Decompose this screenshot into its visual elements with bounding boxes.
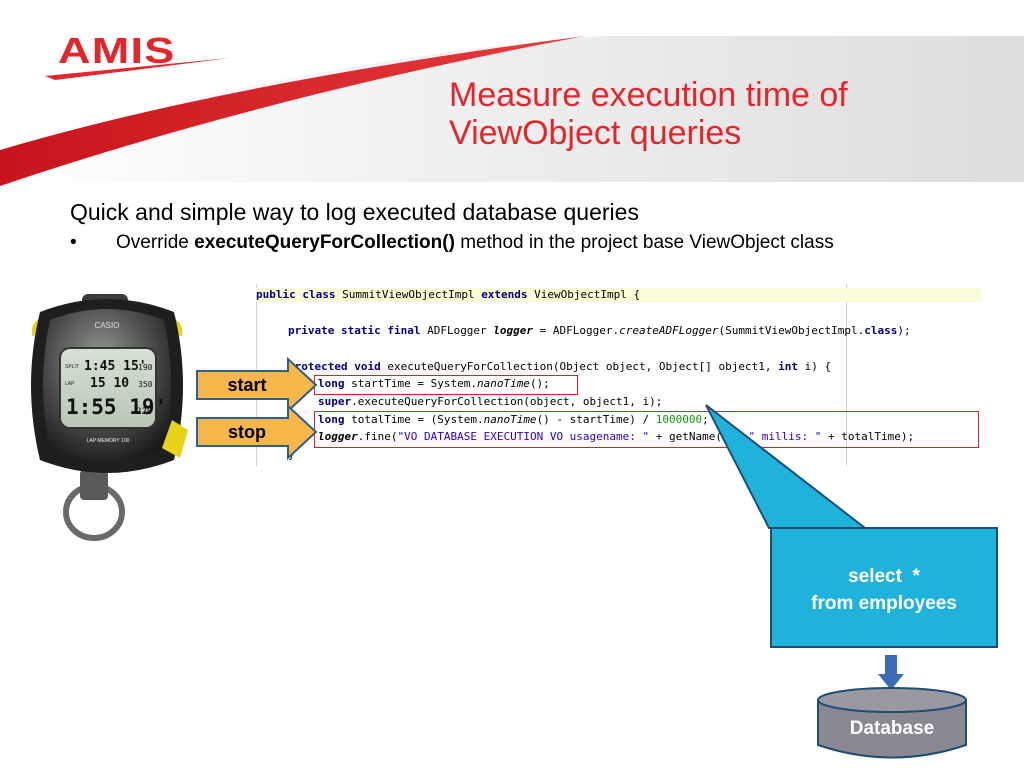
title-line-2: ViewObject queries — [449, 114, 742, 152]
start-label: start — [227, 375, 267, 395]
code-line-class-decl: public class SummitViewObjectImpl extend… — [256, 288, 981, 302]
watch-lap-label: LAP — [65, 381, 75, 387]
bullet-method-name: executeQueryForCollection() — [194, 232, 455, 253]
sql-line-2: from employees — [811, 593, 957, 614]
watch-lap-memory: LAP MEMORY 100 — [87, 438, 130, 444]
watch-brand: CASIO — [95, 321, 120, 330]
callout-pointer — [705, 404, 868, 529]
watch-row-1-small: 190 — [138, 363, 153, 372]
watch-row-1: 1:45 15' — [84, 359, 147, 374]
down-arrow-head — [878, 674, 904, 690]
database-cylinder-body — [817, 699, 967, 759]
watch-row-3: 1:55 19' — [66, 395, 167, 419]
database-cylinder-top — [817, 687, 967, 713]
slide-title: Measure execution time of ViewObject que… — [449, 76, 969, 152]
bullet-suffix: method in the project base ViewObject cl… — [454, 232, 834, 253]
down-arrow-shaft — [885, 655, 897, 677]
code-line-super-call: super.executeQueryForCollection(object, … — [318, 395, 663, 408]
watch-split-label: SPLIT — [65, 364, 79, 370]
bullet-item: • Override executeQueryForCollection() me… — [70, 232, 834, 254]
watch-row-2: 15 10 — [90, 376, 129, 391]
code-line-start-time: long startTime = System.nanoTime(); — [318, 377, 550, 390]
amis-logo: AMIS — [58, 30, 176, 71]
sql-callout: select * from employees — [770, 527, 998, 648]
header-swoosh — [0, 36, 1024, 186]
bullet-prefix: Override — [116, 232, 195, 253]
code-line-logger: private static final ADFLogger logger = … — [288, 324, 911, 337]
start-arrow — [196, 356, 318, 414]
watch-row-3-small: 220 — [136, 407, 152, 417]
code-line-log-statement: logger.fine("VO DATABASE EXECUTION VO us… — [318, 430, 915, 443]
watch-row-2-small: 350 — [138, 380, 153, 389]
database-label: Database — [849, 718, 935, 739]
code-line-total-time: long totalTime = (System.nanoTime() - st… — [318, 413, 709, 426]
title-line-1: Measure execution time of — [449, 76, 848, 114]
code-margin-line — [846, 284, 847, 466]
stop-arrow — [196, 403, 318, 461]
sql-line-1: select * — [848, 566, 920, 587]
code-panel: public class SummitViewObjectImpl extend… — [256, 284, 981, 466]
stop-label: stop — [228, 422, 266, 442]
stopwatch-image: CASIO SPLIT LAP 1:45 15' 190 15 10 350 1… — [31, 294, 188, 541]
code-line-method-decl: protected void executeQueryForCollection… — [288, 360, 832, 373]
bullet-marker: • — [70, 232, 77, 253]
subtitle: Quick and simple way to log executed dat… — [70, 199, 639, 225]
